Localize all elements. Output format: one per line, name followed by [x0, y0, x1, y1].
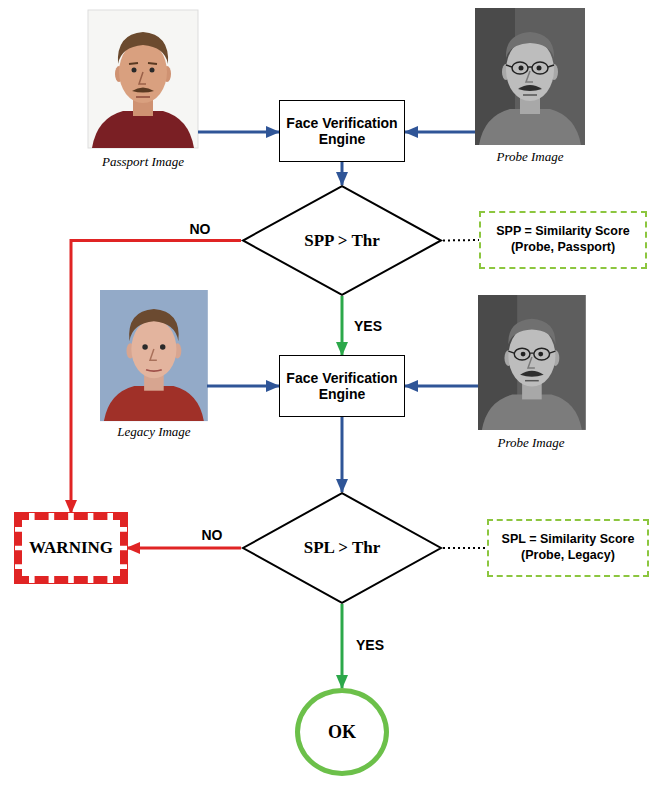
- probe-photo: [478, 295, 586, 430]
- probe-photo: [528, 357, 535, 368]
- probe-photo: [526, 71, 533, 82]
- flow-arrow: [71, 241, 241, 514]
- flow-arrow: [341, 162, 344, 185]
- probe-photo: [478, 295, 586, 430]
- flow-arrow: [127, 547, 241, 550]
- terminal-circle: OK: [295, 688, 389, 776]
- node-text: WARNING: [29, 538, 113, 558]
- image-caption: Legacy Image: [117, 424, 190, 440]
- diamond-outline: [243, 493, 441, 603]
- probe-photo: [479, 109, 581, 145]
- image-caption: Probe Image: [496, 149, 563, 165]
- image-caption: Passport Image: [102, 154, 184, 170]
- legacy-photo: [100, 290, 208, 421]
- input-arrows: [405, 385, 478, 388]
- probe-photo: [475, 8, 585, 145]
- decision-diamond: SPL > Thr: [241, 492, 443, 604]
- probe-photo: [506, 39, 554, 101]
- probe-photo: [523, 94, 537, 96]
- probe-photo: [520, 371, 544, 377]
- dotted-leader: [443, 547, 487, 549]
- probe-photo: [532, 62, 548, 74]
- process-box: Face Verification Engine: [279, 355, 405, 417]
- node-text: SPL = Similarity Score (Probe, Legacy): [493, 532, 643, 563]
- passport-photo: [88, 10, 198, 148]
- image-caption: Probe Image: [497, 435, 564, 451]
- input-arrows: [207, 385, 279, 388]
- probe-photo: [482, 394, 582, 429]
- node-text: SPP = Similarity Score (Probe, Passport): [485, 224, 641, 255]
- probe-photo: [475, 8, 585, 145]
- legacy-photo: [100, 290, 208, 421]
- legacy-photo: [150, 349, 157, 360]
- passport-photo: [118, 32, 168, 64]
- edge-label: NO: [200, 527, 225, 543]
- passport-photo: [139, 72, 146, 84]
- probe-photo: [520, 92, 540, 114]
- node-text: OK: [328, 722, 356, 743]
- legacy-photo: [104, 386, 204, 421]
- probe-photo: [519, 66, 524, 71]
- probe-photo: [514, 348, 530, 360]
- legacy-photo: [129, 309, 179, 341]
- node-text: Face Verification Engine: [285, 115, 399, 147]
- input-arrows: [198, 132, 478, 386]
- diamond-outline: [243, 186, 441, 295]
- passport-photo: [132, 88, 154, 93]
- probe-photo: [506, 65, 554, 67]
- probe-photo: [518, 85, 542, 91]
- edge-label: YES: [354, 637, 386, 653]
- decision-diamond: SPP > Thr: [241, 185, 443, 296]
- flow-arrow: [341, 296, 344, 355]
- edge-label: YES: [352, 318, 384, 334]
- probe-photo: [508, 319, 555, 345]
- legacy-photo: [160, 344, 165, 349]
- passport-photo: [132, 68, 137, 73]
- probe-photo: [538, 352, 543, 357]
- note-box: SPL = Similarity Score (Probe, Legacy): [487, 519, 649, 577]
- legacy-photo: [131, 319, 176, 378]
- node-text: SPL > Thr: [304, 538, 380, 558]
- note-box: SPP = Similarity Score (Probe, Passport): [479, 211, 647, 269]
- probe-photo: [521, 352, 526, 357]
- node-text: Face Verification Engine: [285, 370, 399, 402]
- probe-photo: [508, 351, 555, 353]
- probe-photo: [525, 380, 539, 381]
- passport-photo: [129, 63, 157, 64]
- edge-label: NO: [188, 221, 213, 237]
- probe-photo: [508, 326, 555, 387]
- probe-photo: [534, 348, 550, 360]
- node-text: SPP > Thr: [304, 231, 380, 251]
- warning-box: WARNING: [15, 513, 127, 583]
- dotted-leader: [443, 239, 479, 242]
- passport-photo: [92, 111, 194, 148]
- legacy-photo: [142, 344, 147, 349]
- probe-photo: [506, 32, 554, 58]
- legacy-photo: [146, 370, 162, 371]
- input-arrows: [405, 131, 475, 134]
- passport-photo: [88, 10, 198, 148]
- process-box: Face Verification Engine: [279, 100, 405, 162]
- passport-photo: [150, 68, 155, 73]
- probe-photo: [512, 62, 528, 74]
- flow-arrow: [341, 417, 344, 492]
- passport-photo: [136, 96, 150, 98]
- input-arrows: [198, 131, 279, 134]
- flow-arrow: [341, 604, 344, 688]
- probe-photo: [537, 66, 542, 71]
- passport-photo: [133, 94, 153, 116]
